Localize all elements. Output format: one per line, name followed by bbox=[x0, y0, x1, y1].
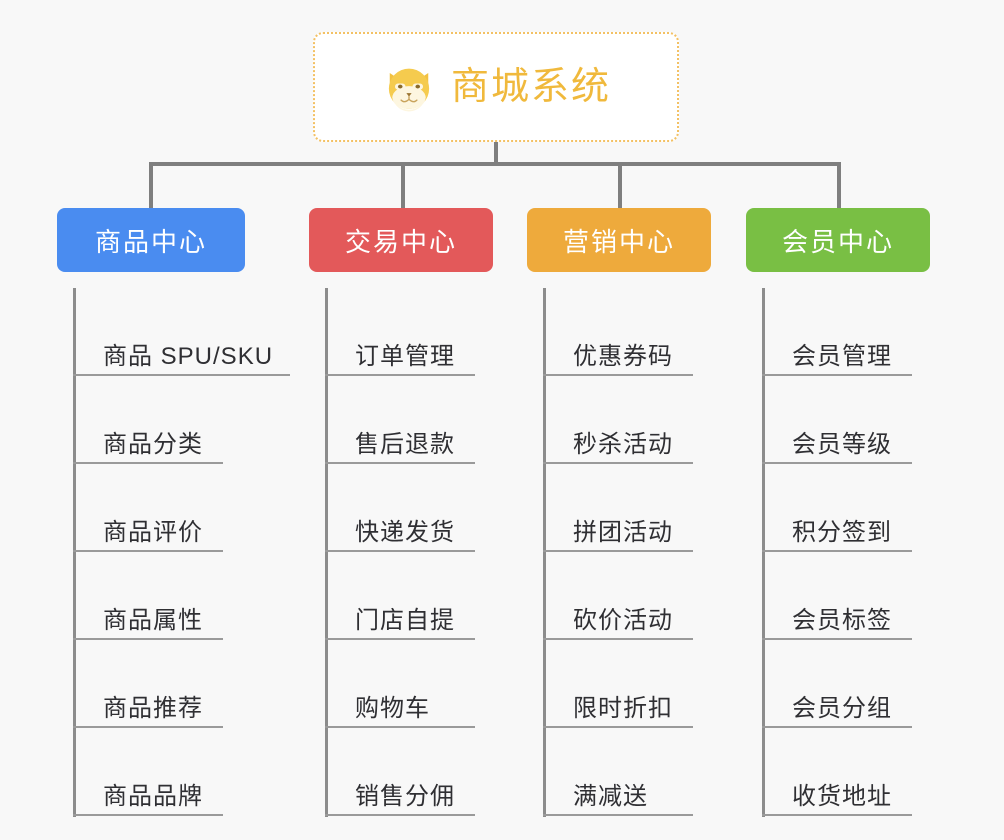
leaf-item[interactable]: 秒杀活动 bbox=[543, 376, 693, 464]
leaf-list-trade: 订单管理 售后退款 快递发货 门店自提 购物车 销售分佣 bbox=[309, 288, 529, 817]
leaf-item-label: 收货地址 bbox=[792, 782, 892, 810]
leaf-item-label: 会员管理 bbox=[792, 342, 892, 370]
category-header-label: 营销中心 bbox=[562, 226, 675, 257]
leaf-item-label: 商品属性 bbox=[103, 606, 203, 634]
leaf-item[interactable]: 会员管理 bbox=[762, 288, 912, 376]
leaf-item[interactable]: 砍价活动 bbox=[543, 552, 693, 640]
leaf-list-marketing: 优惠券码 秒杀活动 拼团活动 砍价活动 限时折扣 满减送 bbox=[527, 288, 747, 817]
leaf-item-label: 售后退款 bbox=[355, 430, 455, 458]
column-spine bbox=[762, 288, 765, 817]
category-column-member: 会员中心 会员管理 会员等级 积分签到 会员标签 会员分组 收货地址 bbox=[746, 208, 966, 817]
leaf-item[interactable]: 限时折扣 bbox=[543, 640, 693, 728]
leaf-list-member: 会员管理 会员等级 积分签到 会员标签 会员分组 收货地址 bbox=[746, 288, 966, 817]
leaf-item-label: 秒杀活动 bbox=[573, 430, 673, 458]
leaf-item-label: 销售分佣 bbox=[355, 782, 455, 810]
shiba-dog-emoji bbox=[381, 59, 437, 115]
leaf-item[interactable]: 销售分佣 bbox=[325, 728, 475, 816]
category-column-trade: 交易中心 订单管理 售后退款 快递发货 门店自提 购物车 销售分佣 bbox=[309, 208, 529, 817]
connector-horizontal-bus bbox=[149, 162, 841, 166]
leaf-item-label: 购物车 bbox=[355, 694, 430, 722]
leaf-item-label: 限时折扣 bbox=[573, 694, 673, 722]
leaf-item-label: 商品 SPU/SKU bbox=[103, 342, 274, 370]
leaf-item[interactable]: 满减送 bbox=[543, 728, 693, 816]
leaf-item[interactable]: 优惠券码 bbox=[543, 288, 693, 376]
leaf-item[interactable]: 售后退款 bbox=[325, 376, 475, 464]
leaf-item-label: 会员标签 bbox=[792, 606, 892, 634]
leaf-item[interactable]: 会员等级 bbox=[762, 376, 912, 464]
category-column-product: 商品中心 商品 SPU/SKU 商品分类 商品评价 商品属性 商品推荐 商品品牌 bbox=[57, 208, 305, 817]
category-header-trade[interactable]: 交易中心 bbox=[309, 208, 493, 272]
leaf-item-label: 订单管理 bbox=[355, 342, 455, 370]
leaf-item[interactable]: 商品分类 bbox=[73, 376, 223, 464]
column-spine bbox=[325, 288, 328, 817]
leaf-item-label: 会员分组 bbox=[792, 694, 892, 722]
connector-drop-4 bbox=[837, 162, 841, 210]
root-node[interactable]: 商城系统 bbox=[313, 32, 679, 142]
leaf-item-label: 会员等级 bbox=[792, 430, 892, 458]
leaf-item-label: 砍价活动 bbox=[573, 606, 673, 634]
category-header-label: 交易中心 bbox=[344, 226, 457, 257]
category-header-marketing[interactable]: 营销中心 bbox=[527, 208, 711, 272]
leaf-item[interactable]: 订单管理 bbox=[325, 288, 475, 376]
connector-drop-1 bbox=[149, 162, 153, 210]
column-spine bbox=[543, 288, 546, 817]
category-header-member[interactable]: 会员中心 bbox=[746, 208, 930, 272]
leaf-item-label: 优惠券码 bbox=[573, 342, 673, 370]
category-header-product[interactable]: 商品中心 bbox=[57, 208, 245, 272]
category-header-label: 会员中心 bbox=[781, 226, 894, 257]
root-title: 商城系统 bbox=[450, 66, 611, 108]
leaf-item[interactable]: 购物车 bbox=[325, 640, 475, 728]
leaf-item-label: 商品评价 bbox=[103, 518, 203, 546]
column-spine bbox=[73, 288, 76, 817]
leaf-item[interactable]: 商品 SPU/SKU bbox=[73, 288, 290, 376]
leaf-item-label: 积分签到 bbox=[792, 518, 892, 546]
category-header-label: 商品中心 bbox=[94, 226, 207, 257]
leaf-item-label: 商品品牌 bbox=[103, 782, 203, 810]
connector-drop-2 bbox=[401, 162, 405, 210]
leaf-item[interactable]: 商品属性 bbox=[73, 552, 223, 640]
leaf-list-product: 商品 SPU/SKU 商品分类 商品评价 商品属性 商品推荐 商品品牌 bbox=[57, 288, 305, 817]
leaf-item[interactable]: 门店自提 bbox=[325, 552, 475, 640]
connector-root-stem bbox=[494, 142, 498, 166]
leaf-item-label: 门店自提 bbox=[355, 606, 455, 634]
leaf-item[interactable]: 拼团活动 bbox=[543, 464, 693, 552]
category-column-marketing: 营销中心 优惠券码 秒杀活动 拼团活动 砍价活动 限时折扣 满减送 bbox=[527, 208, 747, 817]
connector-drop-3 bbox=[618, 162, 622, 210]
leaf-item-label: 拼团活动 bbox=[573, 518, 673, 546]
leaf-item[interactable]: 快递发货 bbox=[325, 464, 475, 552]
leaf-item[interactable]: 收货地址 bbox=[762, 728, 912, 816]
leaf-item-label: 商品分类 bbox=[103, 430, 203, 458]
leaf-item[interactable]: 积分签到 bbox=[762, 464, 912, 552]
leaf-item[interactable]: 商品推荐 bbox=[73, 640, 223, 728]
leaf-item[interactable]: 会员标签 bbox=[762, 552, 912, 640]
leaf-item[interactable]: 商品评价 bbox=[73, 464, 223, 552]
leaf-item-label: 满减送 bbox=[573, 782, 648, 810]
leaf-item[interactable]: 会员分组 bbox=[762, 640, 912, 728]
leaf-item-label: 快递发货 bbox=[355, 518, 455, 546]
leaf-item[interactable]: 商品品牌 bbox=[73, 728, 223, 816]
leaf-item-label: 商品推荐 bbox=[103, 694, 203, 722]
